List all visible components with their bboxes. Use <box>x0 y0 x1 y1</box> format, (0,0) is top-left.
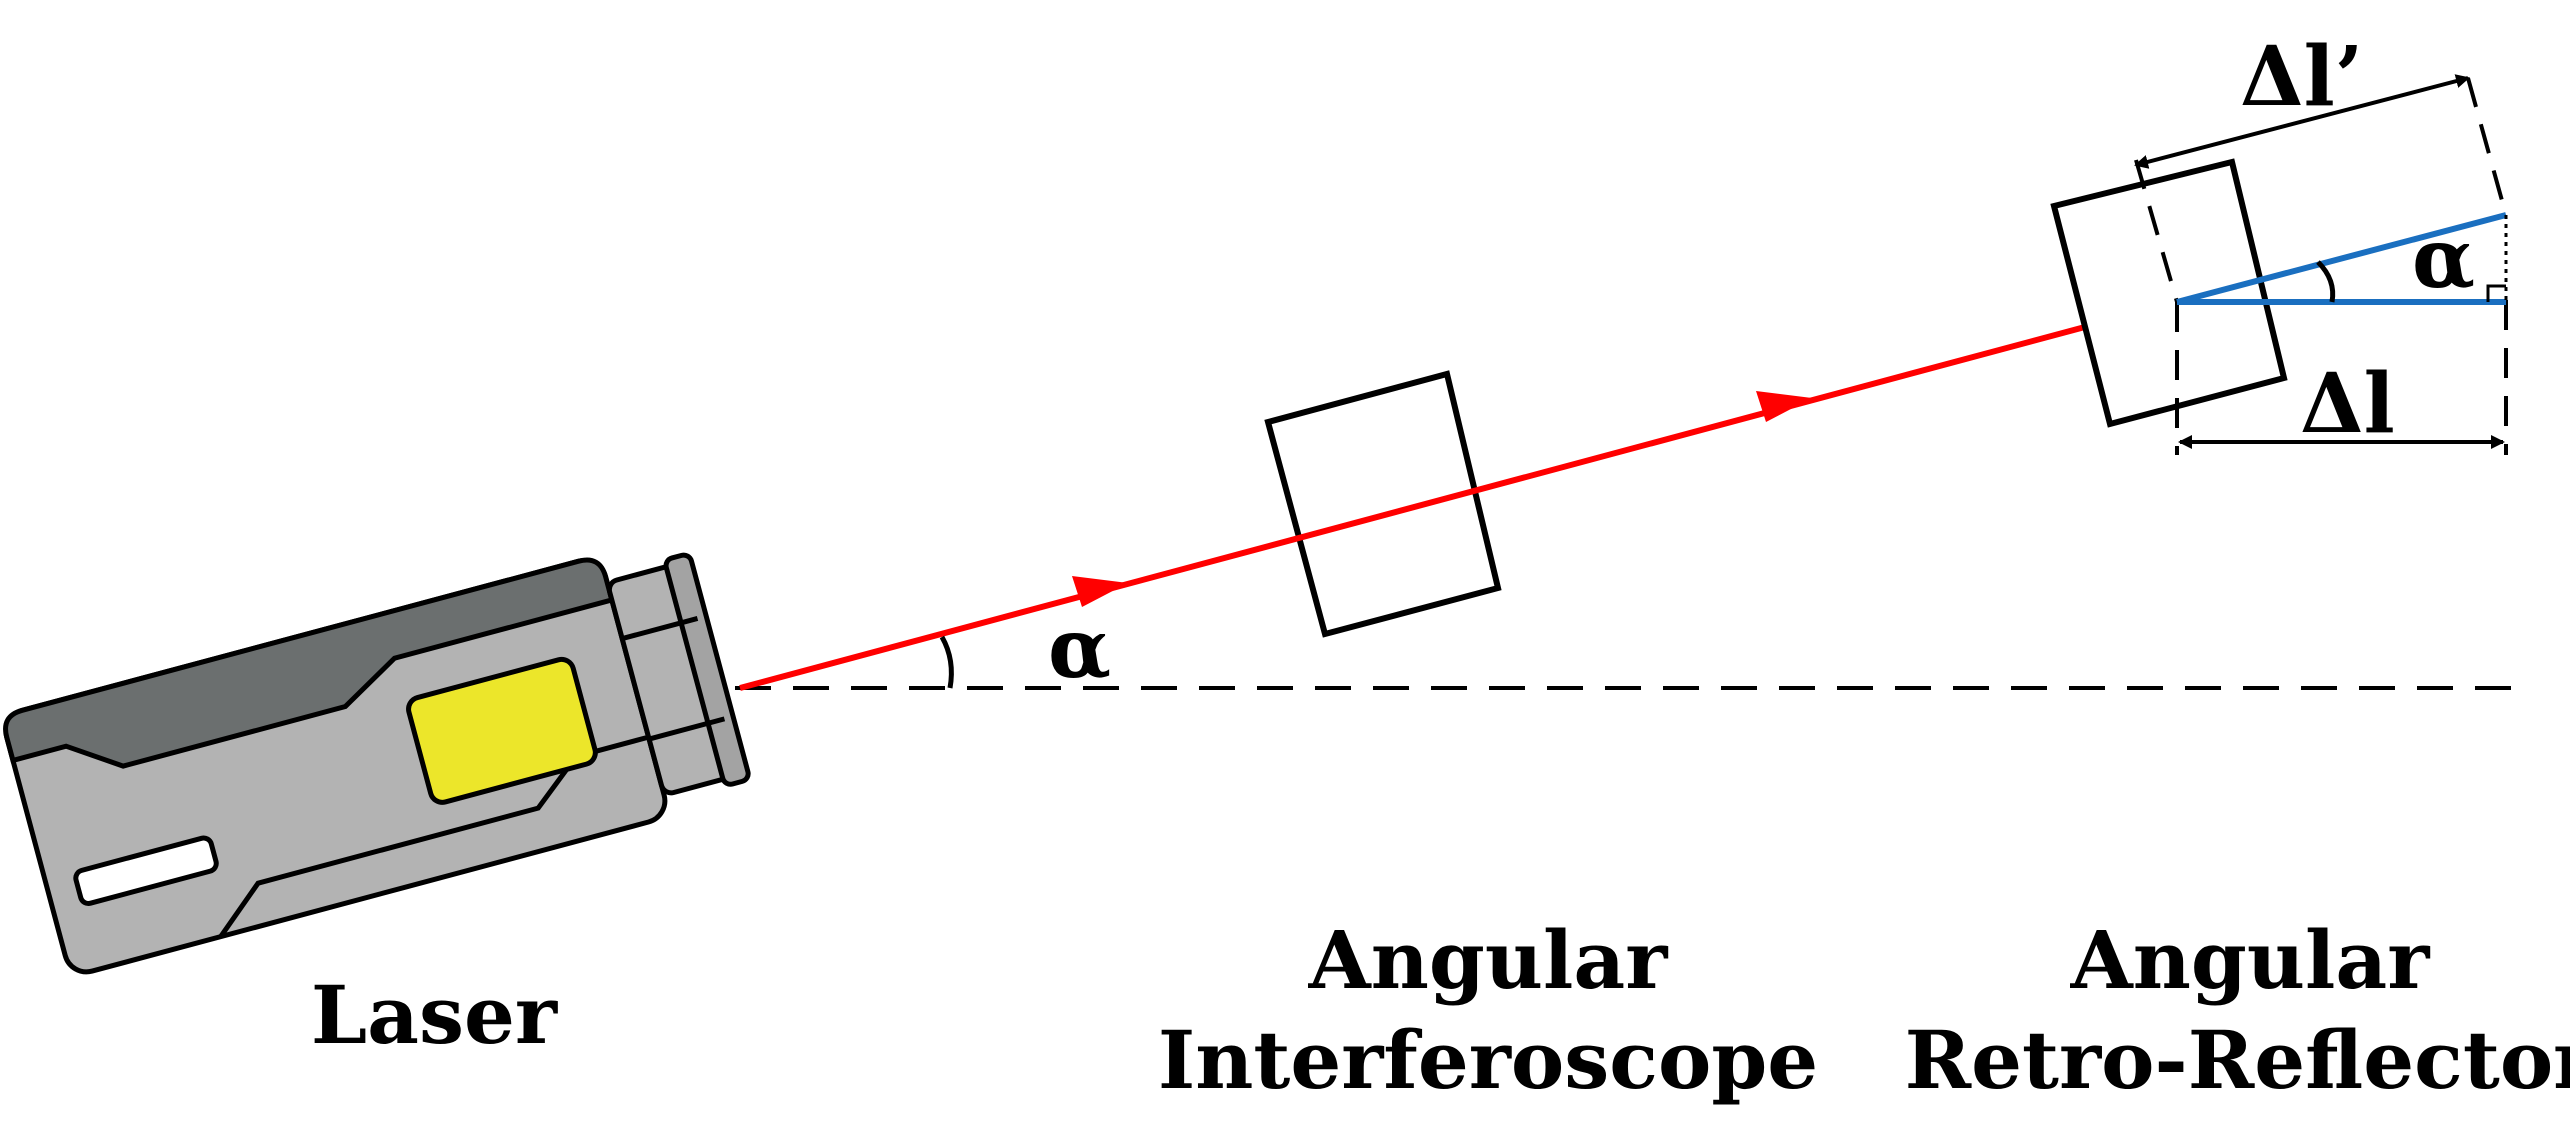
alpha-label-small: α <box>2412 211 2475 307</box>
laser-top-panel <box>3 557 615 769</box>
interferoscope-block <box>1264 370 1502 638</box>
alpha-arc-main <box>939 635 954 689</box>
laser-caption: Laser <box>311 968 558 1062</box>
laser-bottom-groove <box>218 734 650 939</box>
delta-l-prime-left-dashed <box>2134 159 2179 303</box>
interferoscope-caption-line1: Angular <box>1308 913 1669 1007</box>
alpha-arc-small <box>2316 260 2336 303</box>
delta-l-prime-label: Δl’ <box>2240 29 2363 125</box>
projection-tilted <box>2176 212 2507 305</box>
laser-device <box>3 552 751 975</box>
laser-nozzle-ring-bottom <box>648 716 726 742</box>
laser-nozzle-ring-top <box>621 615 699 642</box>
delta-l-prime-right-dashed <box>2466 77 2508 216</box>
beam-arrow-2 <box>1756 391 1812 422</box>
retro-reflector-block <box>2050 158 2288 428</box>
beam-arrow-1 <box>1072 576 1128 607</box>
laser-beam <box>739 299 2179 691</box>
delta-l-label: Δl <box>2300 356 2395 452</box>
laser-nozzle-cap <box>663 552 751 787</box>
right-angle-marker <box>2486 284 2506 302</box>
alpha-label-main: α <box>1048 601 1111 697</box>
delta-l-prime-arrow <box>2134 74 2470 169</box>
reflector-caption-line1: Angular <box>2070 913 2431 1007</box>
laser-window <box>406 656 598 805</box>
laser-slot <box>73 835 219 906</box>
reflector-caption-line2: Retro-Reflector <box>1905 1013 2570 1107</box>
interferoscope-caption-line2: Interferoscope <box>1158 1013 1818 1107</box>
